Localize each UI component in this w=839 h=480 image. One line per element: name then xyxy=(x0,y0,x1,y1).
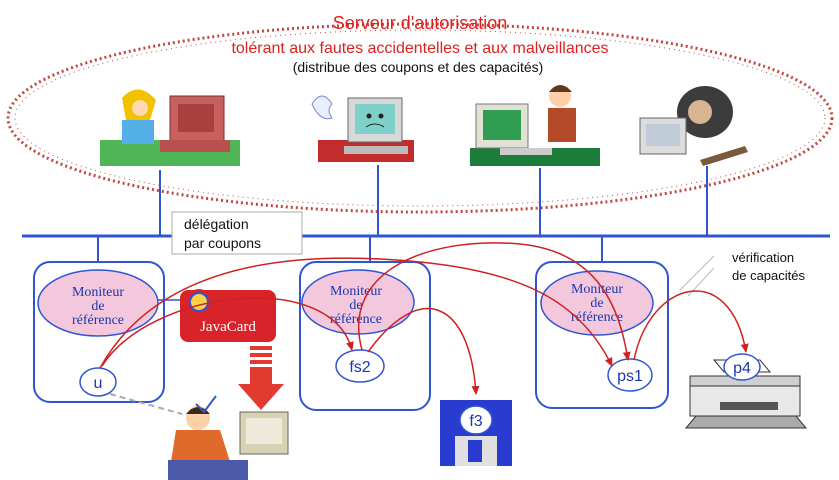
reference-monitor-2: Moniteur de référence xyxy=(301,269,415,335)
site-links xyxy=(97,236,603,262)
delegation-label: délégation par coupons xyxy=(171,211,303,255)
svg-text:Moniteur: Moniteur xyxy=(72,285,124,300)
svg-text:délégation: délégation xyxy=(184,216,249,232)
verification-label: vérification de capacités xyxy=(679,250,805,297)
floppy-disk-icon: f3 xyxy=(440,400,512,466)
node-u: u xyxy=(79,367,117,397)
reference-monitor-1: Moniteur de référence xyxy=(37,269,159,337)
node-p4: p4 xyxy=(733,360,751,377)
svg-text:fs2: fs2 xyxy=(349,359,370,376)
checkmark-icon xyxy=(195,395,217,414)
svg-text:JavaCard: JavaCard xyxy=(200,319,256,335)
svg-text:de: de xyxy=(91,299,104,314)
svg-text:de: de xyxy=(590,296,603,311)
worker-at-computer-icon xyxy=(470,85,600,166)
broken-computer-icon xyxy=(311,95,414,162)
node-f3: f3 xyxy=(469,413,482,430)
svg-text:Moniteur: Moniteur xyxy=(571,282,623,297)
svg-text:référence: référence xyxy=(571,310,623,325)
capability-arrows xyxy=(99,242,749,395)
server-title: Serveur d'autorisation xyxy=(333,13,508,33)
server-subtitle: tolérant aux fautes accidentelles et aux… xyxy=(231,40,608,57)
svg-text:de: de xyxy=(349,298,362,313)
svg-text:de capacités: de capacités xyxy=(732,268,805,283)
svg-text:référence: référence xyxy=(330,312,382,327)
insert-card-arrow xyxy=(238,346,284,410)
arrow-ps1-to-p4 xyxy=(633,290,749,361)
node-fs2: fs2 xyxy=(335,349,385,383)
printer-icon: p4 xyxy=(684,353,808,429)
reference-monitor-3: Moniteur de référence xyxy=(540,270,654,336)
node-ps1: ps1 xyxy=(607,358,653,392)
person-with-computer-icon xyxy=(100,89,240,166)
svg-text:vérification: vérification xyxy=(732,250,794,265)
svg-text:Moniteur: Moniteur xyxy=(330,284,382,299)
svg-text:par coupons: par coupons xyxy=(184,235,261,251)
svg-text:ps1: ps1 xyxy=(617,368,643,385)
caveman-hacker-icon xyxy=(639,86,748,166)
svg-text:u: u xyxy=(94,375,103,392)
server-links xyxy=(159,165,708,236)
arrow-to-fs2-top xyxy=(357,242,631,361)
arrow-fs2-to-f3 xyxy=(367,308,480,395)
arrow-u-to-ps1 xyxy=(99,257,613,369)
arrow-u-to-fs2 xyxy=(101,297,354,367)
server-ellipse xyxy=(6,22,834,214)
user-link xyxy=(109,393,183,415)
svg-text:référence: référence xyxy=(72,313,124,328)
server-note: (distribue des coupons et des capacités) xyxy=(293,59,544,75)
user-with-computer-icon xyxy=(168,395,289,480)
